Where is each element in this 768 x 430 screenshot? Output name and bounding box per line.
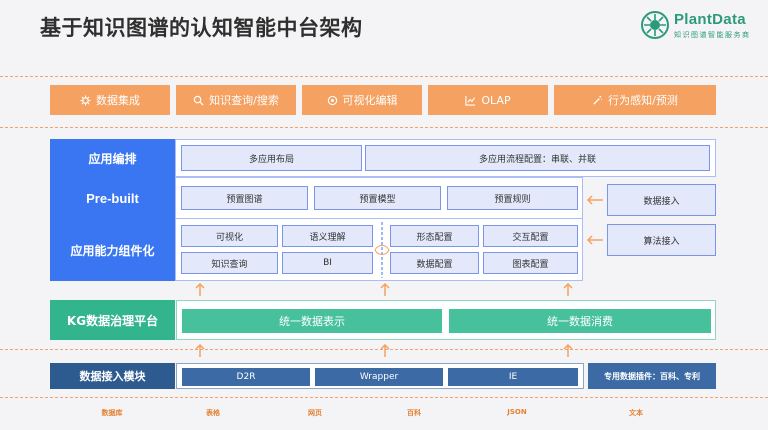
prebuilt-graph: 预置图谱	[181, 186, 308, 210]
logo-name: PlantData	[674, 11, 746, 28]
component-data-config: 数据配置	[390, 252, 479, 274]
ingest-special-plugin: 专用数据插件：百科、专利	[588, 363, 716, 389]
spider-logo-icon	[641, 11, 669, 39]
page-title: 基于知识图谱的认知智能中台架构	[40, 16, 363, 40]
layer-kg-governance: KG数据治理平台	[50, 300, 175, 340]
divider-bottom	[0, 397, 768, 398]
magic-icon	[593, 95, 603, 105]
prebuilt-components-panel: 预置图谱 预置模型 预置规则 可视化 语义理解 知识查询 BI 形态配置 交互配…	[175, 177, 583, 281]
component-bi: BI	[282, 252, 373, 274]
layer-data-ingest: 数据接入模块	[50, 363, 175, 389]
ingest-d2r: D2R	[182, 368, 310, 386]
component-visualization: 可视化	[181, 225, 278, 247]
prebuilt-model: 预置模型	[314, 186, 441, 210]
source-encyclopedia: 百科	[407, 409, 421, 417]
prebuilt-rules: 预置规则	[447, 186, 578, 210]
component-chart-config: 图表配置	[483, 252, 578, 274]
governance-panel: 统一数据表示 统一数据消费	[176, 300, 716, 340]
unified-data-consumption: 统一数据消费	[449, 309, 711, 333]
search-icon	[193, 95, 204, 106]
multi-app-layout: 多应用布局	[181, 145, 362, 171]
component-form-config: 形态配置	[390, 225, 479, 247]
arrow-up-icon	[563, 283, 573, 296]
plantdata-logo: PlantData 知识图谱智能服务商	[640, 8, 765, 46]
arrow-left-icon	[586, 195, 603, 205]
arrow-up-icon	[195, 283, 205, 296]
source-database: 数据库	[101, 409, 123, 417]
arrow-up-icon	[195, 344, 205, 357]
gear-icon	[80, 94, 91, 106]
layer-app-orchestration: 应用编排	[50, 139, 175, 177]
source-json: JSON	[507, 408, 527, 416]
source-text: 文本	[629, 409, 643, 417]
component-interaction-config: 交互配置	[483, 225, 578, 247]
capability-label: 知识查询/搜索	[209, 94, 279, 107]
side-data-access: 数据接入	[607, 184, 716, 216]
target-icon	[327, 95, 337, 105]
capability-label: OLAP	[481, 93, 511, 107]
component-knowledge-query: 知识查询	[181, 252, 278, 274]
source-spreadsheet: 表格	[206, 409, 220, 417]
capability-data-integration: 数据集成	[50, 85, 170, 115]
arrow-left-icon	[586, 235, 603, 245]
divider-upper	[0, 127, 768, 128]
capability-label: 可视化编辑	[342, 94, 398, 107]
component-semantic-understanding: 语义理解	[282, 225, 373, 247]
chart-icon	[465, 95, 476, 106]
side-algorithm-access: 算法接入	[607, 224, 716, 256]
layer-prebuilt: Pre-built	[50, 177, 175, 219]
multi-app-flow-config: 多应用流程配置：串联、并联	[365, 145, 710, 171]
orchestration-panel: 多应用布局 多应用流程配置：串联、并联	[175, 139, 716, 177]
divider-top	[0, 76, 768, 77]
source-webpage: 网页	[308, 409, 322, 417]
ingest-ie: IE	[448, 368, 578, 386]
capability-knowledge-search: 知识查询/搜索	[176, 85, 296, 115]
panel-divider	[176, 218, 582, 219]
arrow-up-icon	[380, 283, 390, 296]
capability-visual-editing: 可视化编辑	[302, 85, 422, 115]
unified-data-representation: 统一数据表示	[182, 309, 442, 333]
arrow-up-icon	[380, 344, 390, 357]
capability-label: 行为感知/预测	[608, 94, 678, 107]
bridge-connector-icon	[374, 222, 390, 278]
arrow-up-icon	[563, 344, 573, 357]
layer-component: 应用能力组件化	[50, 219, 175, 281]
divider-lower	[0, 349, 768, 350]
ingest-panel: D2R Wrapper IE	[176, 363, 584, 389]
ingest-wrapper: Wrapper	[315, 368, 443, 386]
logo-subtitle: 知识图谱智能服务商	[674, 31, 751, 39]
capability-label: 数据集成	[96, 94, 140, 107]
capability-olap: OLAP	[428, 85, 548, 115]
capability-behavior-prediction: 行为感知/预测	[554, 85, 716, 115]
